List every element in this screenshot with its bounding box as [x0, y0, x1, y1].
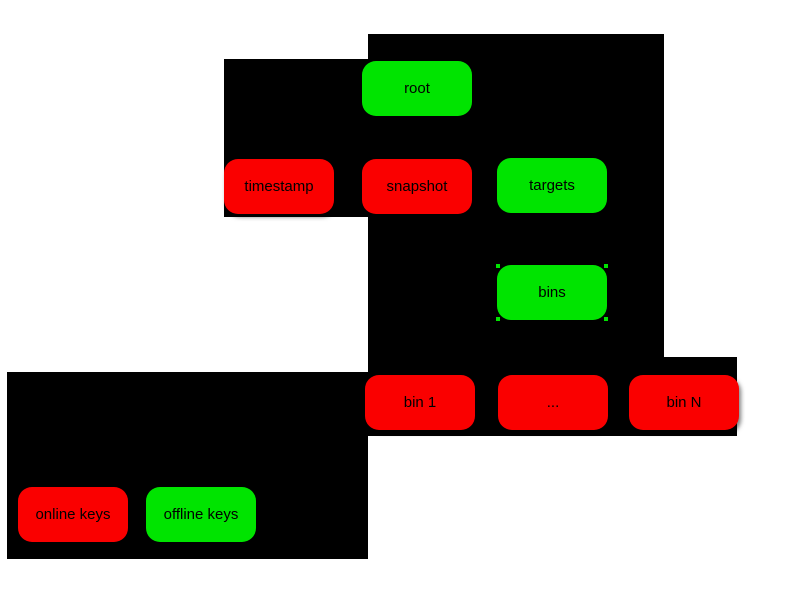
node-bin-n-label: bin N — [666, 394, 702, 411]
node-snapshot[interactable]: snapshot — [362, 159, 472, 214]
node-online-keys[interactable]: online keys — [18, 487, 128, 542]
node-targets[interactable]: targets — [497, 158, 607, 213]
node-timestamp[interactable]: timestamp — [224, 159, 334, 214]
node-bins-label: bins — [538, 284, 566, 301]
selection-handle-bottom-right-icon[interactable] — [604, 317, 608, 321]
selection-handle-top-left-icon[interactable] — [496, 264, 500, 268]
node-bin-1[interactable]: bin 1 — [365, 375, 475, 430]
node-bins[interactable]: bins — [496, 264, 608, 321]
node-bin-ellipsis[interactable]: ... — [498, 375, 608, 430]
node-root-label: root — [404, 80, 430, 97]
node-targets-label: targets — [529, 177, 575, 194]
selection-handle-top-right-icon[interactable] — [604, 264, 608, 268]
node-offline-keys-label: offline keys — [163, 506, 239, 523]
node-timestamp-label: timestamp — [244, 178, 314, 195]
node-snapshot-label: snapshot — [386, 178, 448, 195]
node-root[interactable]: root — [362, 61, 472, 116]
node-offline-keys[interactable]: offline keys — [146, 487, 256, 542]
selection-handle-bottom-left-icon[interactable] — [496, 317, 500, 321]
node-bin-n[interactable]: bin N — [629, 375, 739, 430]
node-bin-1-label: bin 1 — [403, 394, 437, 411]
node-bin-ellipsis-label: ... — [546, 394, 560, 411]
node-online-keys-label: online keys — [35, 506, 111, 523]
